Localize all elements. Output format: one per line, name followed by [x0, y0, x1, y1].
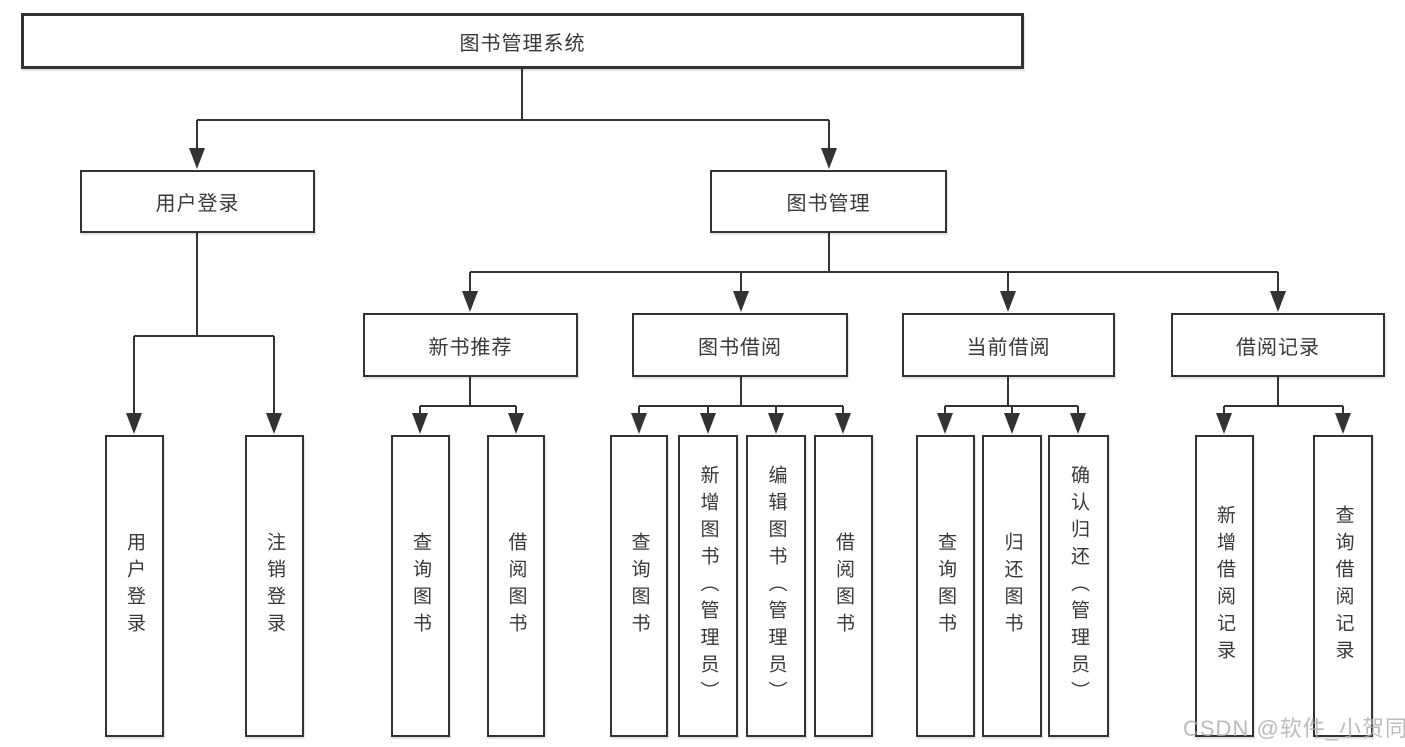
- node-label: 借阅图书: [505, 532, 527, 640]
- node-book-borrowing: 图书借阅: [632, 313, 848, 377]
- node-current-borrowing: 当前借阅: [902, 313, 1115, 377]
- leaf-confirm-return-admin: 确认归还（管理员）: [1048, 435, 1109, 737]
- node-book-management: 图书管理: [710, 170, 947, 233]
- node-label: 确认归还（管理员）: [1068, 464, 1089, 708]
- connector-root-to-level2: [189, 69, 837, 169]
- node-system-root: 图书管理系统: [21, 13, 1024, 69]
- leaf-borrow-books-1: 借阅图书: [487, 435, 545, 737]
- node-label: 查询图书: [935, 532, 956, 640]
- node-label: 图书管理: [786, 193, 871, 215]
- node-label: 用户登录: [124, 532, 145, 640]
- node-borrow-records: 借阅记录: [1171, 313, 1385, 377]
- leaf-query-books-2: 查询图书: [610, 435, 668, 737]
- connector-bookmgmt-to-level3: [462, 233, 1286, 312]
- leaf-query-books-1: 查询图书: [391, 435, 450, 737]
- connector-borrowing-to-leaves: [631, 377, 851, 434]
- connector-current-to-leaves: [937, 377, 1086, 434]
- connector-userlogin-to-leaves: [126, 233, 282, 434]
- node-label: 图书借阅: [698, 336, 782, 359]
- node-label: 新增借阅记录: [1214, 505, 1235, 667]
- node-label: 归还图书: [1001, 532, 1023, 640]
- node-label: 当前借阅: [966, 336, 1051, 359]
- leaf-add-books-admin: 新增图书（管理员）: [678, 435, 738, 737]
- leaf-return-books: 归还图书: [982, 435, 1042, 737]
- node-label: 注销登录: [264, 532, 285, 640]
- node-label: 查询图书: [628, 532, 650, 640]
- connector-newbooks-to-leaves: [412, 377, 524, 434]
- csdn-watermark: CSDN @软件_小贺同学: [1183, 716, 1405, 741]
- node-label: 用户登录: [155, 193, 240, 215]
- node-label: 新增图书（管理员）: [697, 464, 719, 708]
- leaf-query-books-3: 查询图书: [916, 435, 975, 737]
- leaf-logout: 注销登录: [245, 435, 304, 737]
- node-label: 借阅记录: [1236, 336, 1320, 359]
- node-label: 图书管理系统: [459, 32, 586, 55]
- leaf-user-login: 用户登录: [105, 435, 164, 737]
- node-label: 编辑图书（管理员）: [765, 464, 787, 708]
- node-new-book-recommend: 新书推荐: [363, 313, 578, 377]
- node-label: 借阅图书: [833, 532, 854, 640]
- leaf-borrow-books-2: 借阅图书: [814, 435, 873, 737]
- node-label: 查询图书: [410, 532, 431, 640]
- leaf-query-borrow-record: 查询借阅记录: [1313, 435, 1373, 737]
- leaf-add-borrow-record: 新增借阅记录: [1195, 435, 1254, 737]
- node-label: 查询借阅记录: [1332, 505, 1354, 667]
- node-user-login: 用户登录: [80, 170, 315, 233]
- node-label: 新书推荐: [428, 336, 513, 359]
- leaf-edit-books-admin: 编辑图书（管理员）: [746, 435, 806, 737]
- connector-records-to-leaves: [1216, 377, 1351, 434]
